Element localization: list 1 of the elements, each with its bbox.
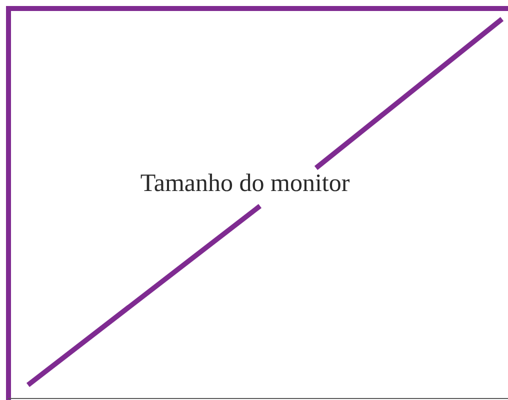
- dimension-label: Tamanho do monitor: [139, 169, 351, 199]
